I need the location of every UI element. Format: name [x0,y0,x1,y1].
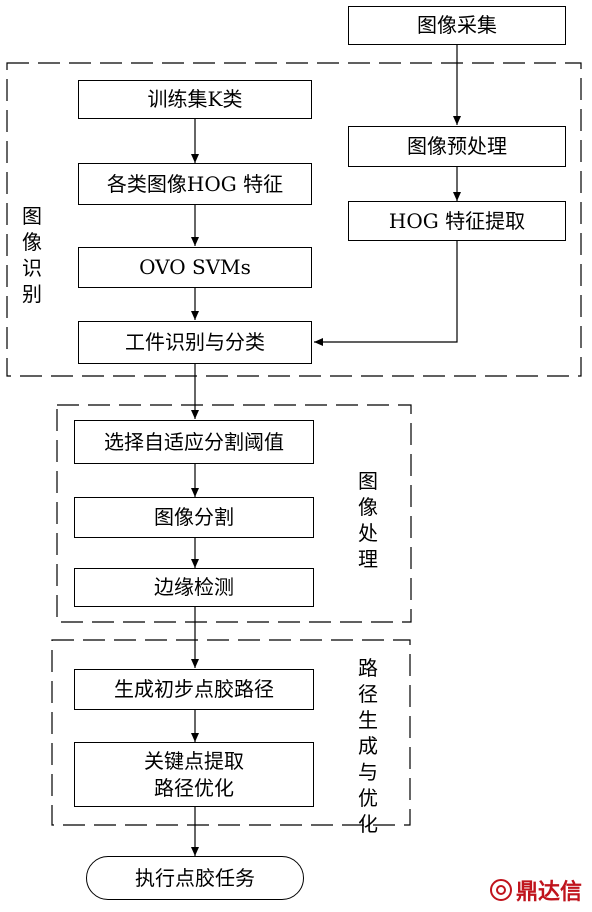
group-frame-path [51,639,411,826]
watermark-logo: 鼎达信 [489,874,582,906]
node-ovo-svms: OVO SVMs [78,247,312,288]
node-workpiece-recognition: 工件识别与分类 [78,321,312,364]
node-keypoint-line1: 关键点提取 [144,748,244,773]
group-frame-recognition [6,62,582,377]
group-label-recognition: 图像识别 [22,204,42,306]
node-training-set: 训练集K类 [78,80,312,119]
node-adaptive-threshold: 选择自适应分割阈值 [74,420,314,464]
node-initial-path: 生成初步点胶路径 [74,669,314,710]
node-keypoint-line2: 路径优化 [154,775,234,800]
node-image-acquisition: 图像采集 [348,6,566,45]
node-class-hog-features: 各类图像HOG 特征 [78,163,312,205]
node-keypoint-path-opt: 关键点提取 路径优化 [74,742,314,807]
logo-text: 鼎达信 [515,880,582,905]
group-label-path: 路径生成与优化 [358,656,378,836]
node-hog-extraction: HOG 特征提取 [348,201,566,241]
arrow-hog-recognize [314,241,458,346]
logo-mark-icon [489,879,512,901]
group-label-processing: 图像处理 [358,469,378,571]
node-edge-detection: 边缘检测 [74,568,314,607]
node-image-segmentation: 图像分割 [74,497,314,538]
node-image-preprocess: 图像预处理 [348,126,566,167]
group-frame-processing [56,404,412,623]
node-execute-dispensing: 执行点胶任务 [86,856,304,900]
